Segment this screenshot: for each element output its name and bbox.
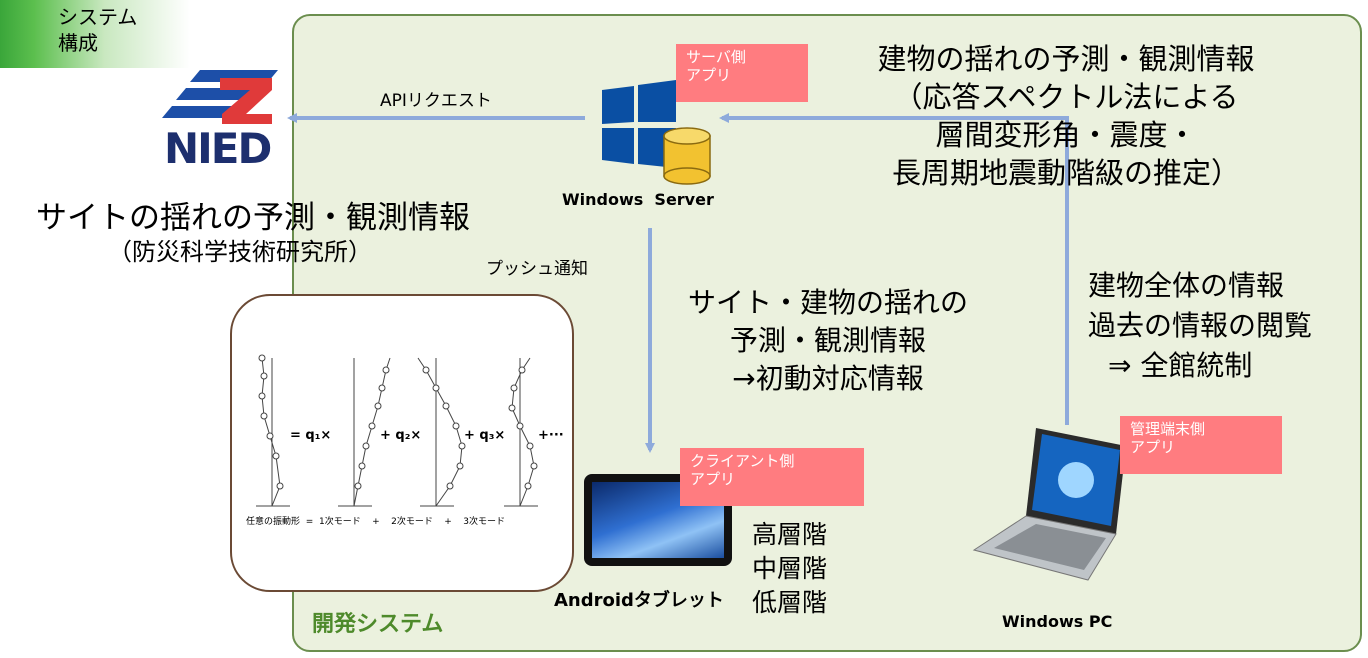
mode-eq-term-2: + q₂× <box>380 428 422 443</box>
system-config-tag: システム 構成 <box>0 0 190 68</box>
nied-logo: NIED <box>160 62 290 177</box>
nied-logo-text: NIED <box>164 124 272 173</box>
client-tag-l1: クライアント側 <box>690 452 795 470</box>
client-app-tag: クライアント側 アプリ <box>680 448 864 506</box>
panel-title: 開発システム <box>312 612 444 637</box>
windows-pc-icon <box>966 424 1156 584</box>
server-info: 建物の揺れの予測・観測情報 （応答スペクトル法による 層間変形角・震度・ 長周期… <box>826 40 1306 192</box>
pc-info-l3: ⇒ 全館統制 <box>1108 349 1253 382</box>
floor-high: 高層階 <box>752 520 828 549</box>
mode-shape-drawing <box>256 354 538 507</box>
server-info-l1: 建物の揺れの予測・観測情報 <box>877 42 1255 76</box>
pc-info: 建物全体の情報 過去の情報の閲覧 ⇒ 全館統制 <box>1088 266 1312 386</box>
floor-list: 高層階 中層階 低層階 <box>752 518 827 620</box>
server-info-l2: （応答スペクトル法による <box>893 80 1239 114</box>
server-info-l3: 層間変形角・震度・ <box>935 118 1197 152</box>
pc-name: Windows PC <box>1002 612 1113 631</box>
site-info: サイト・建物の揺れの 予測・観測情報 →初動対応情報 <box>655 284 1001 398</box>
api-request-label: APIリクエスト <box>380 91 492 111</box>
site-info-l2: 予測・観測情報 <box>729 324 926 357</box>
site-info-l3: →初動対応情報 <box>732 362 924 395</box>
server-name: Windows Server <box>562 190 714 209</box>
pc-info-l2: 過去の情報の閲覧 <box>1088 309 1313 342</box>
client-tag-l2: アプリ <box>690 470 736 488</box>
mode-shape-figure: = q₁× + q₂× + q₃× +··· 任意の振動形 = 1次モード + … <box>230 294 574 592</box>
site-info-l1: サイト・建物の揺れの <box>687 286 968 319</box>
server-info-l4: 長周期地震動階級の推定） <box>891 156 1240 190</box>
mode-caption: 任意の振動形 = 1次モード + 2次モード + 3次モード <box>246 517 506 527</box>
push-notification-label: プッシュ通知 <box>486 259 588 279</box>
client-name: Androidタブレット <box>554 590 724 611</box>
nied-caption-line1: サイトの揺れの予測・観測情報 <box>36 200 470 236</box>
admin-tag-l1: 管理端末側 <box>1130 420 1206 438</box>
windows-server-icon <box>600 78 720 188</box>
floor-low: 低層階 <box>752 588 828 617</box>
server-app-tag: サーバ側 アプリ <box>676 44 808 102</box>
mode-eq-term-4: +··· <box>538 428 564 443</box>
mode-eq-term-3: + q₃× <box>464 428 506 443</box>
nied-caption-line2: （防災科学技術研究所） <box>108 238 372 266</box>
server-tag-l1: サーバ側 <box>686 48 746 66</box>
admin-app-tag: 管理端末側 アプリ <box>1120 416 1282 474</box>
mode-eq-term-1: = q₁× <box>290 428 332 443</box>
pc-info-l1: 建物全体の情報 <box>1088 269 1285 302</box>
pc-to-server-arrow <box>719 113 1069 425</box>
server-tag-l2: アプリ <box>686 66 732 84</box>
tag-line2: 構成 <box>58 31 98 55</box>
tag-line1: システム <box>58 5 138 29</box>
floor-mid: 中層階 <box>752 554 828 583</box>
admin-tag-l2: アプリ <box>1130 438 1176 456</box>
